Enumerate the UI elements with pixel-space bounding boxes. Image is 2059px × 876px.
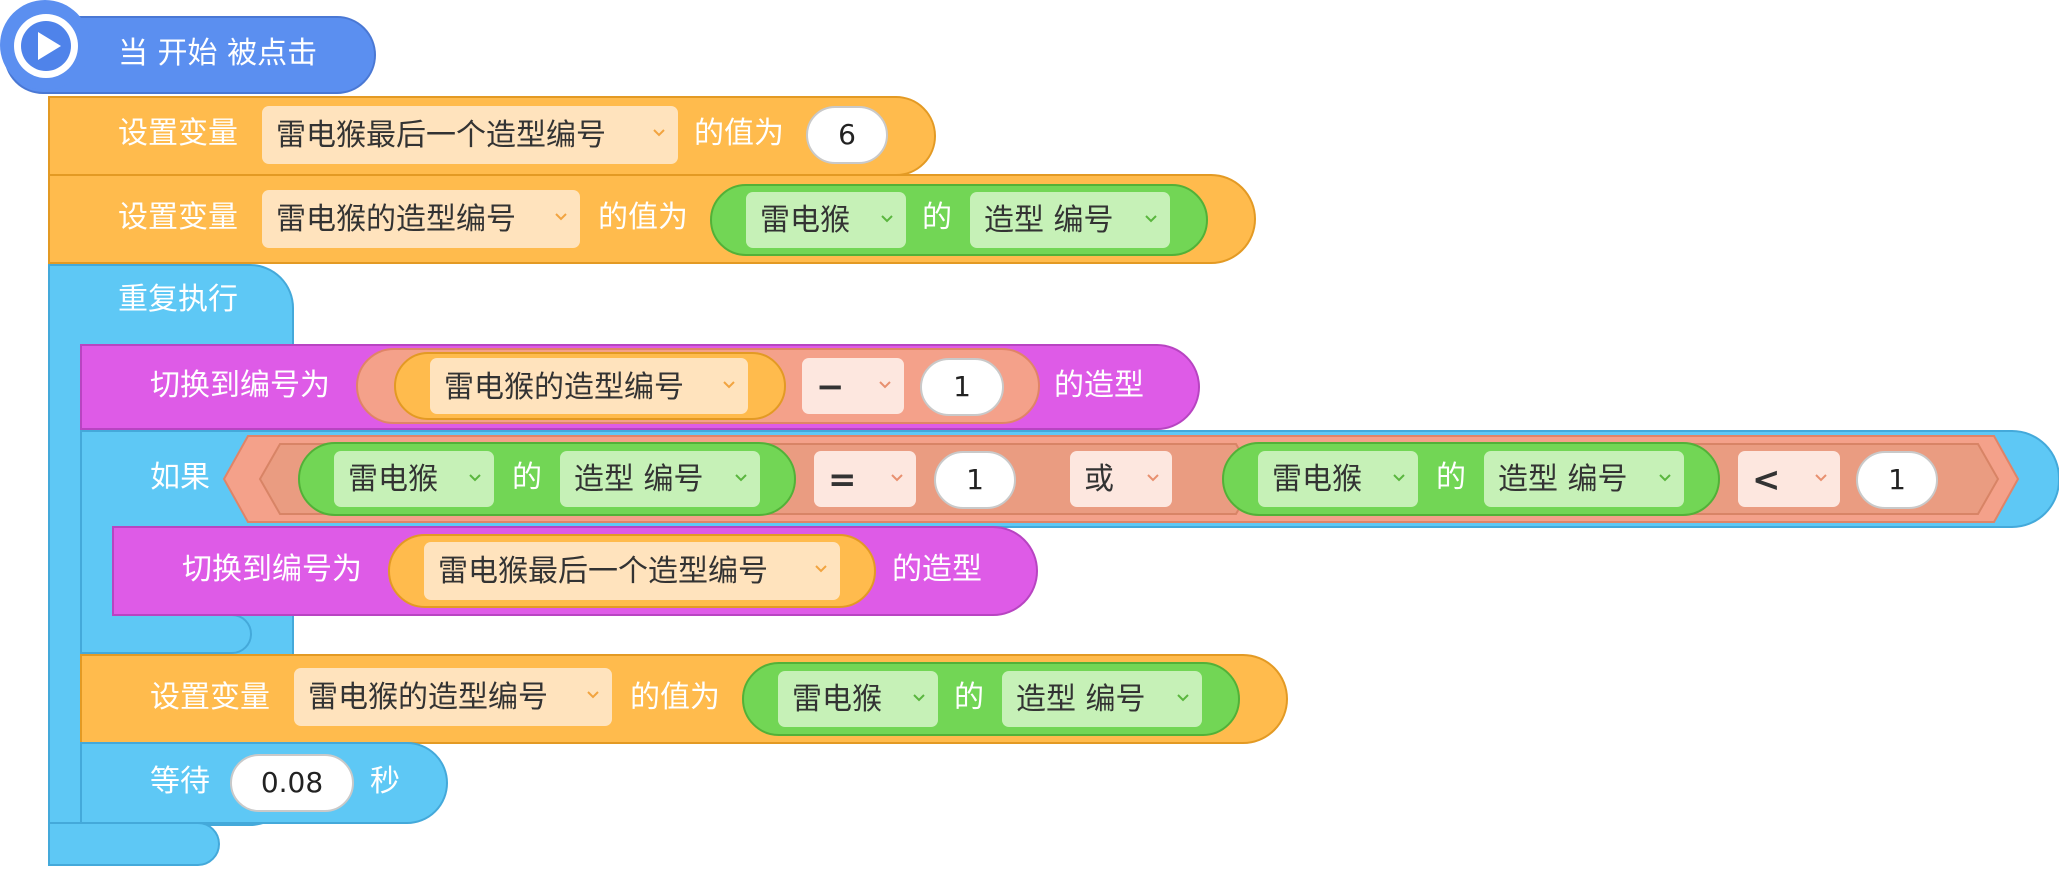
value-input[interactable]: 6 (806, 106, 888, 164)
value-to-label: 的值为 (694, 116, 784, 151)
chevron-down-icon (1814, 471, 1828, 485)
set-variable-label: 设置变量 (118, 200, 238, 235)
forever-label: 重复执行 (118, 282, 238, 317)
operator-label: < (1752, 460, 1781, 500)
chevron-down-icon (554, 210, 568, 224)
property-dropdown-label: 造型 编号 (1016, 682, 1146, 717)
chevron-down-icon (880, 212, 894, 226)
chevron-down-icon (1392, 471, 1406, 485)
chevron-down-icon (652, 126, 666, 140)
seconds-label: 秒 (370, 764, 400, 799)
of-label: 的 (1436, 460, 1466, 495)
set-variable-label: 设置变量 (118, 116, 238, 151)
of-label: 的 (954, 680, 984, 715)
chevron-down-icon (468, 471, 482, 485)
chevron-down-icon (734, 471, 748, 485)
variable-dropdown[interactable]: 雷电猴最后一个造型编号 (424, 542, 840, 600)
variable-dropdown[interactable]: 雷电猴的造型编号 (294, 668, 612, 726)
sprite-dropdown-label: 雷电猴 (1272, 462, 1362, 497)
operand-input[interactable]: 1 (1856, 451, 1938, 509)
sprite-dropdown[interactable]: 雷电猴 (1258, 451, 1418, 507)
costume-suffix-label: 的造型 (1054, 368, 1144, 403)
value-to-label: 的值为 (630, 680, 720, 715)
variable-dropdown-label: 雷电猴的造型编号 (276, 202, 516, 237)
forever-bottom-arm (48, 822, 220, 866)
sprite-dropdown-label: 雷电猴 (760, 203, 850, 238)
switch-costume-label: 切换到编号为 (182, 552, 362, 587)
hat-label: 当 开始 被点击 (118, 36, 318, 71)
play-icon (12, 12, 80, 84)
property-dropdown[interactable]: 造型 编号 (970, 192, 1170, 248)
chevron-down-icon (912, 691, 926, 705)
sprite-dropdown[interactable]: 雷电猴 (746, 192, 906, 248)
operator-dropdown[interactable]: < (1738, 451, 1840, 507)
logic-dropdown[interactable]: 或 (1070, 451, 1172, 507)
set-variable-label: 设置变量 (150, 680, 270, 715)
chevron-down-icon (722, 378, 736, 392)
variable-dropdown-label: 雷电猴最后一个造型编号 (276, 118, 606, 153)
chevron-down-icon (1176, 691, 1190, 705)
operator-dropdown[interactable]: − (802, 358, 904, 414)
if-label: 如果 (150, 460, 210, 495)
operator-dropdown[interactable]: = (814, 451, 916, 507)
operator-label: − (816, 367, 845, 407)
chevron-down-icon (1144, 212, 1158, 226)
chevron-down-icon (814, 562, 828, 576)
operand-input[interactable]: 1 (920, 358, 1004, 416)
variable-dropdown-label: 雷电猴最后一个造型编号 (438, 554, 768, 589)
sprite-dropdown-label: 雷电猴 (792, 682, 882, 717)
sprite-dropdown[interactable]: 雷电猴 (778, 671, 938, 727)
costume-suffix-label: 的造型 (892, 552, 982, 587)
of-label: 的 (512, 460, 542, 495)
logic-label: 或 (1084, 462, 1114, 497)
chevron-down-icon (586, 688, 600, 702)
chevron-down-icon (1658, 471, 1672, 485)
variable-dropdown[interactable]: 雷电猴的造型编号 (262, 190, 580, 248)
variable-dropdown-label: 雷电猴的造型编号 (308, 680, 548, 715)
sprite-dropdown[interactable]: 雷电猴 (334, 451, 494, 507)
of-label: 的 (922, 200, 952, 235)
switch-costume-label: 切换到编号为 (150, 368, 330, 403)
variable-dropdown-label: 雷电猴的造型编号 (444, 370, 684, 405)
property-dropdown-label: 造型 编号 (984, 203, 1114, 238)
chevron-down-icon (890, 471, 904, 485)
wait-label: 等待 (150, 764, 210, 799)
variable-dropdown[interactable]: 雷电猴的造型编号 (430, 358, 748, 414)
sprite-dropdown-label: 雷电猴 (348, 462, 438, 497)
value-to-label: 的值为 (598, 200, 688, 235)
operator-label: = (828, 460, 857, 500)
variable-dropdown[interactable]: 雷电猴最后一个造型编号 (262, 106, 678, 164)
chevron-down-icon (878, 378, 892, 392)
property-dropdown-label: 造型 编号 (574, 462, 704, 497)
chevron-down-icon (1146, 471, 1160, 485)
wait-seconds-input[interactable]: 0.08 (230, 754, 354, 812)
property-dropdown[interactable]: 造型 编号 (1002, 671, 1202, 727)
property-dropdown[interactable]: 造型 编号 (560, 451, 760, 507)
property-dropdown[interactable]: 造型 编号 (1484, 451, 1684, 507)
operand-input[interactable]: 1 (934, 451, 1016, 509)
property-dropdown-label: 造型 编号 (1498, 462, 1628, 497)
